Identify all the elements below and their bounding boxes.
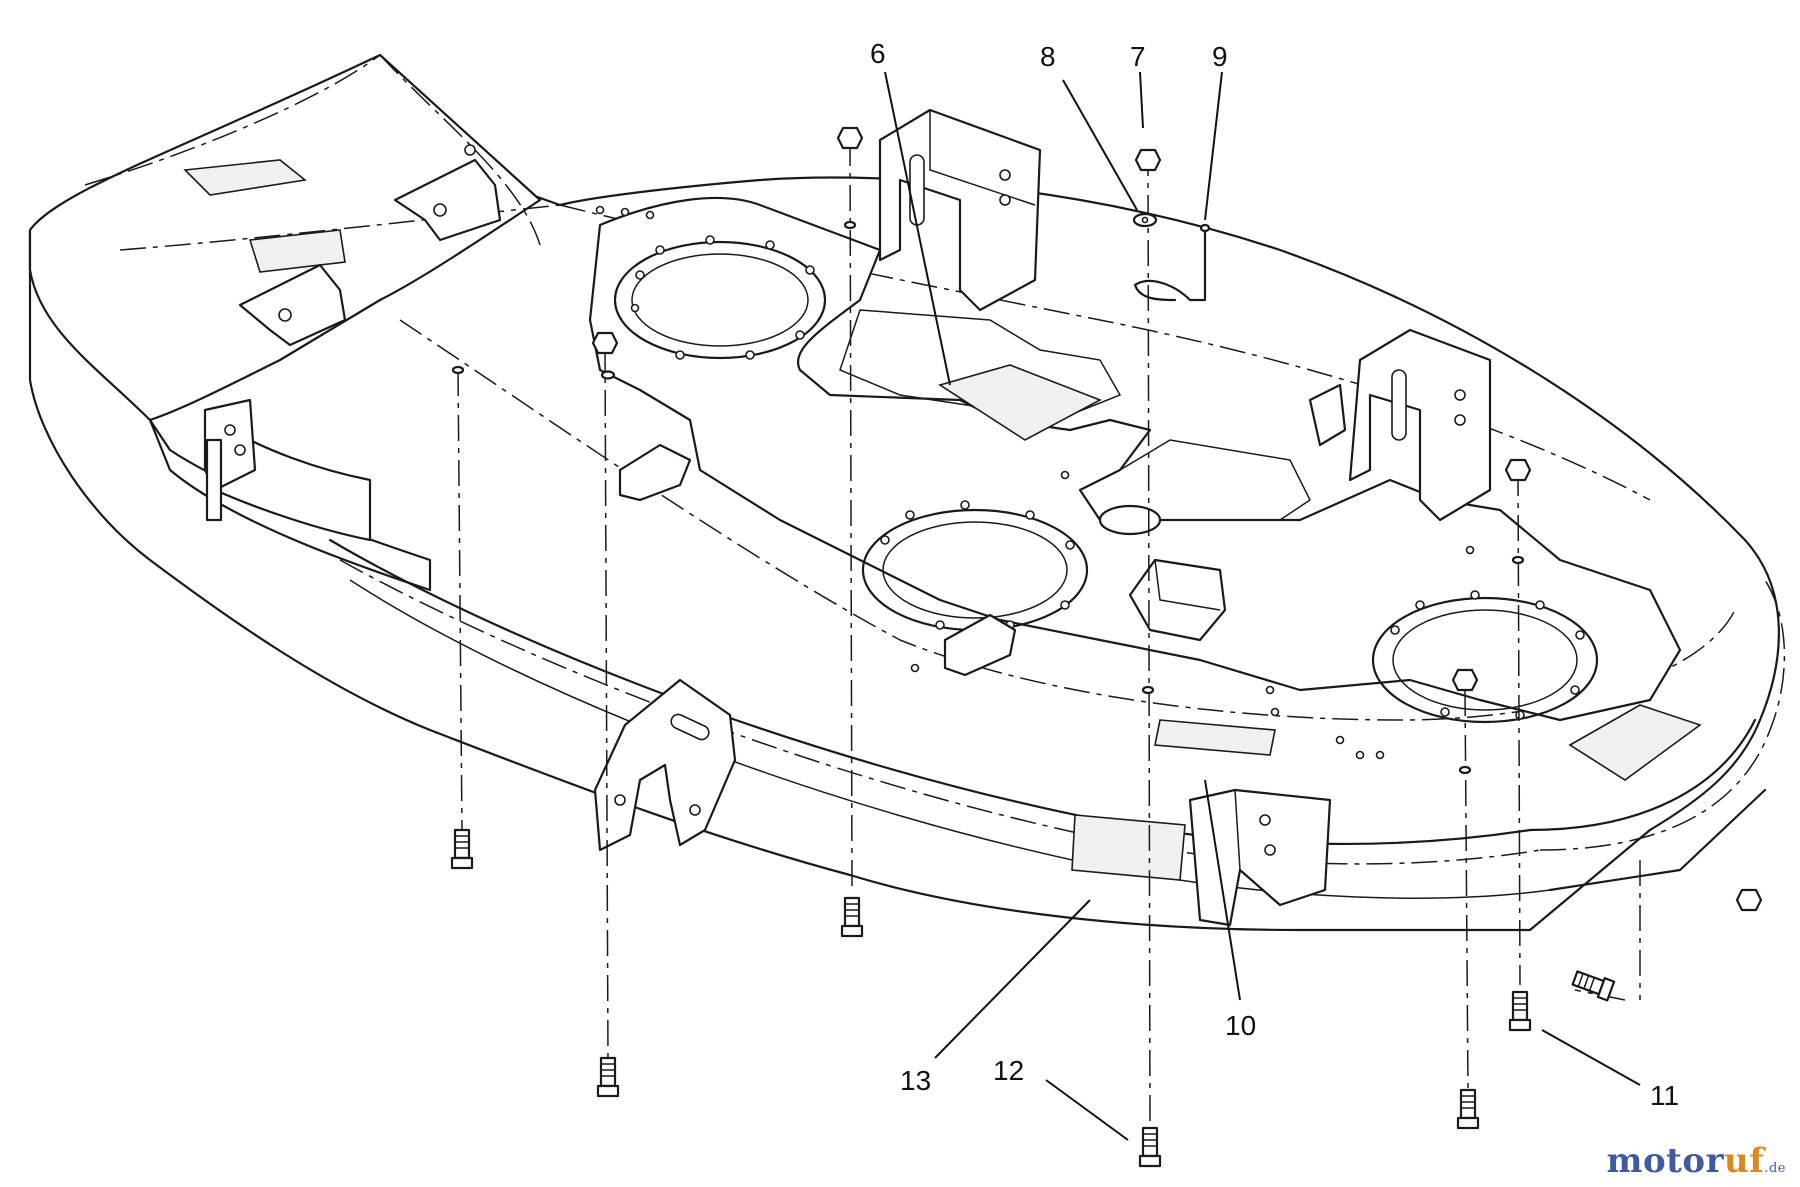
carriage-bolts [450, 828, 1616, 1168]
center-mount-bracket [1128, 558, 1227, 642]
spindle-bolt-holes [635, 235, 1585, 720]
spindle-plate [588, 196, 1702, 881]
flat-washers [451, 212, 1525, 775]
front-right-hanger-bracket [1188, 788, 1332, 927]
cotter-pin-bracket [1133, 223, 1211, 302]
hex-nuts [591, 126, 1763, 912]
part-number-labels: 6 8 7 9 10 11 12 13 [870, 38, 1679, 1111]
part-label-9: 9 [1212, 41, 1228, 72]
motoruf-watermark-logo: motoruf.de [1607, 1141, 1786, 1181]
baffle-clips [618, 443, 1017, 677]
front-left-hanger-bracket [593, 678, 737, 852]
rear-left-hanger-bracket [878, 108, 1042, 312]
part-label-13: 13 [900, 1065, 931, 1096]
part-label-12: 12 [993, 1055, 1024, 1086]
part-label-11: 11 [1650, 1080, 1679, 1111]
watermark-brand-tld: .de [1764, 1161, 1786, 1176]
fastener-center-lines [457, 139, 1641, 1131]
part-label-8: 8 [1040, 41, 1056, 72]
rear-right-hanger-bracket [1308, 328, 1492, 522]
chute-hinge-brackets [203, 144, 502, 522]
part-label-10: 10 [1225, 1010, 1256, 1041]
watermark-brand-accent: uf [1723, 1141, 1765, 1181]
part-label-7: 7 [1130, 41, 1146, 72]
part-label-6: 6 [870, 38, 886, 69]
deck-holes [595, 205, 1475, 760]
watermark-brand-main: motor [1606, 1141, 1724, 1181]
leader-lines [884, 71, 1641, 1141]
